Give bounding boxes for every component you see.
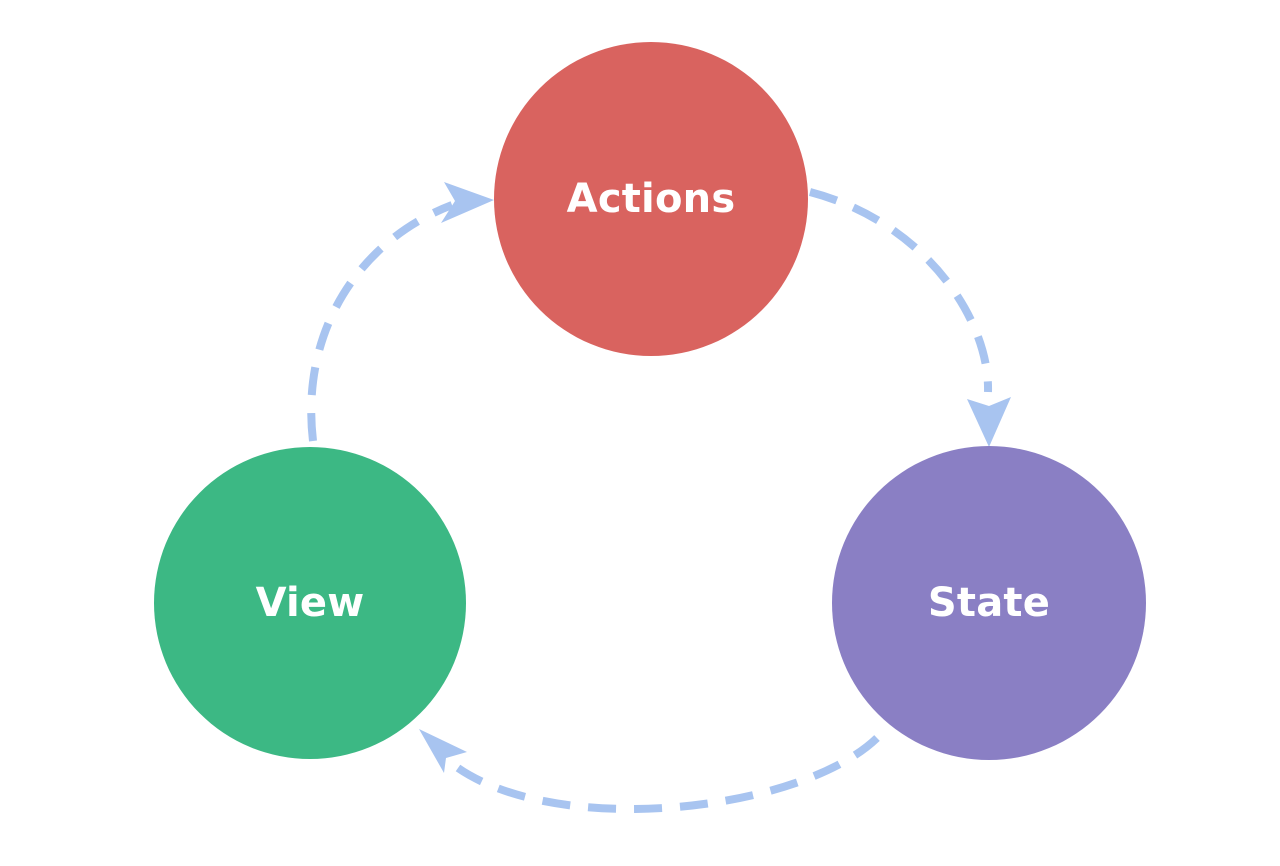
edge-state-to-view-arrowhead <box>419 729 467 773</box>
edge-view-to-actions-arrowhead <box>441 182 494 223</box>
node-actions-label: Actions <box>567 176 736 222</box>
node-actions[interactable]: Actions <box>494 42 808 356</box>
edge-actions-to-state-path <box>808 188 993 393</box>
node-view[interactable]: View <box>154 447 466 759</box>
node-state-label: State <box>928 580 1050 626</box>
edge-state-to-view <box>419 729 880 813</box>
edge-actions-to-state-arrowhead <box>967 397 1011 447</box>
node-state[interactable]: State <box>832 446 1146 760</box>
node-actions-circle[interactable] <box>494 42 808 356</box>
edge-view-to-actions-path <box>307 201 454 442</box>
edge-state-to-view-path <box>455 735 880 813</box>
edge-view-to-actions <box>307 182 494 442</box>
node-state-circle[interactable] <box>832 446 1146 760</box>
node-view-label: View <box>256 580 365 626</box>
edge-actions-to-state <box>808 188 1011 447</box>
node-view-circle[interactable] <box>154 447 466 759</box>
